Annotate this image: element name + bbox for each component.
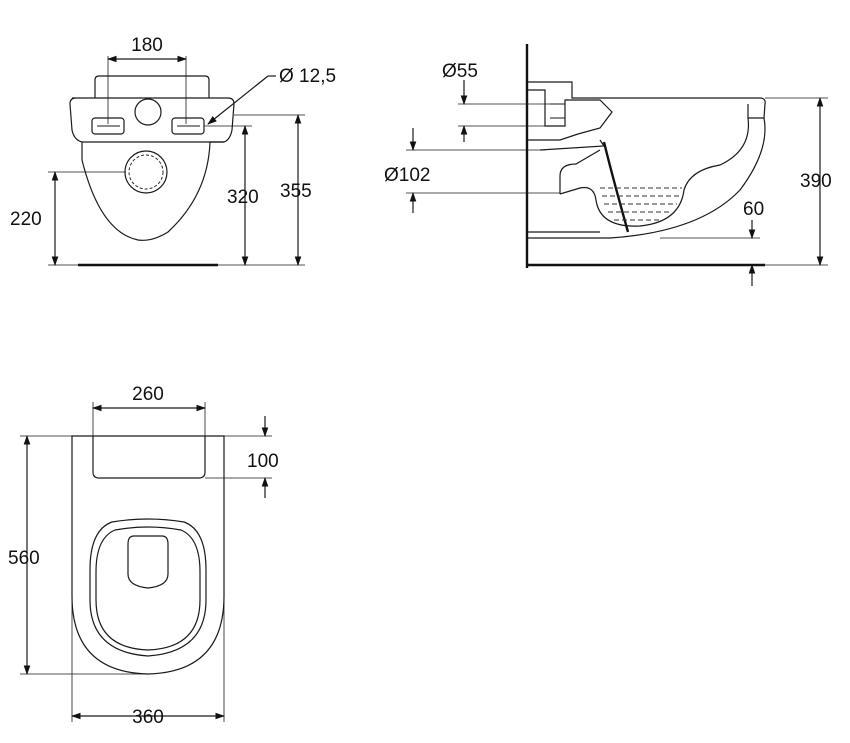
side-outer-bowl [527,117,766,239]
front-inlet-circle [134,98,162,126]
dim-55-label: Ø55 [442,61,478,82]
side-rim [527,81,766,119]
dim-fixing-hole: Ø 12,5 [207,66,336,125]
dim-560: 560 [8,435,148,675]
side-inlet-block [527,89,613,141]
dim-360-label: 360 [132,707,164,728]
dim-560-label: 560 [8,548,40,569]
side-trapway [602,141,630,233]
dim-355-label: 355 [280,181,312,202]
dim-355: 355 [234,114,312,266]
front-outlet-circle-outer [124,150,168,194]
side-view: Ø55 Ø102 390 60 [384,44,832,286]
top-seat-inner [95,526,201,651]
front-rear-block [94,75,210,98]
dim-60: 60 [660,199,764,286]
dim-55: Ø55 [442,61,550,142]
side-water-level [600,187,682,221]
dim-220-label: 220 [10,209,42,230]
front-view: 180 Ø 12,5 220 320 355 [10,35,336,267]
dim-390: 390 [765,97,832,266]
dim-220: 220 [10,171,126,266]
dim-180: 180 [107,35,187,124]
top-outer-outline [71,435,225,675]
dim-390-label: 390 [800,171,832,192]
front-outlet-circle-inner [128,154,164,190]
dim-102-label: Ø102 [384,165,430,186]
dim-260-label: 260 [132,384,164,405]
top-view: 260 100 560 360 [8,384,279,728]
top-rear-block [92,436,206,479]
dim-60-label: 60 [743,199,764,220]
dim-100-label: 100 [247,451,279,472]
dim-100: 100 [205,416,279,498]
dim-360: 360 [71,596,225,728]
top-bowl-opening [127,535,169,589]
front-body-outline [69,97,235,241]
dim-180-label: 180 [131,35,163,56]
dim-320: 320 [204,125,259,266]
dim-320-label: 320 [227,187,259,208]
top-seat-outer [89,518,207,657]
side-inner-bowl [559,117,750,227]
dim-260: 260 [92,384,206,436]
dim-fixing-hole-label: Ø 12,5 [279,66,336,87]
dim-102: Ø102 [384,128,560,213]
